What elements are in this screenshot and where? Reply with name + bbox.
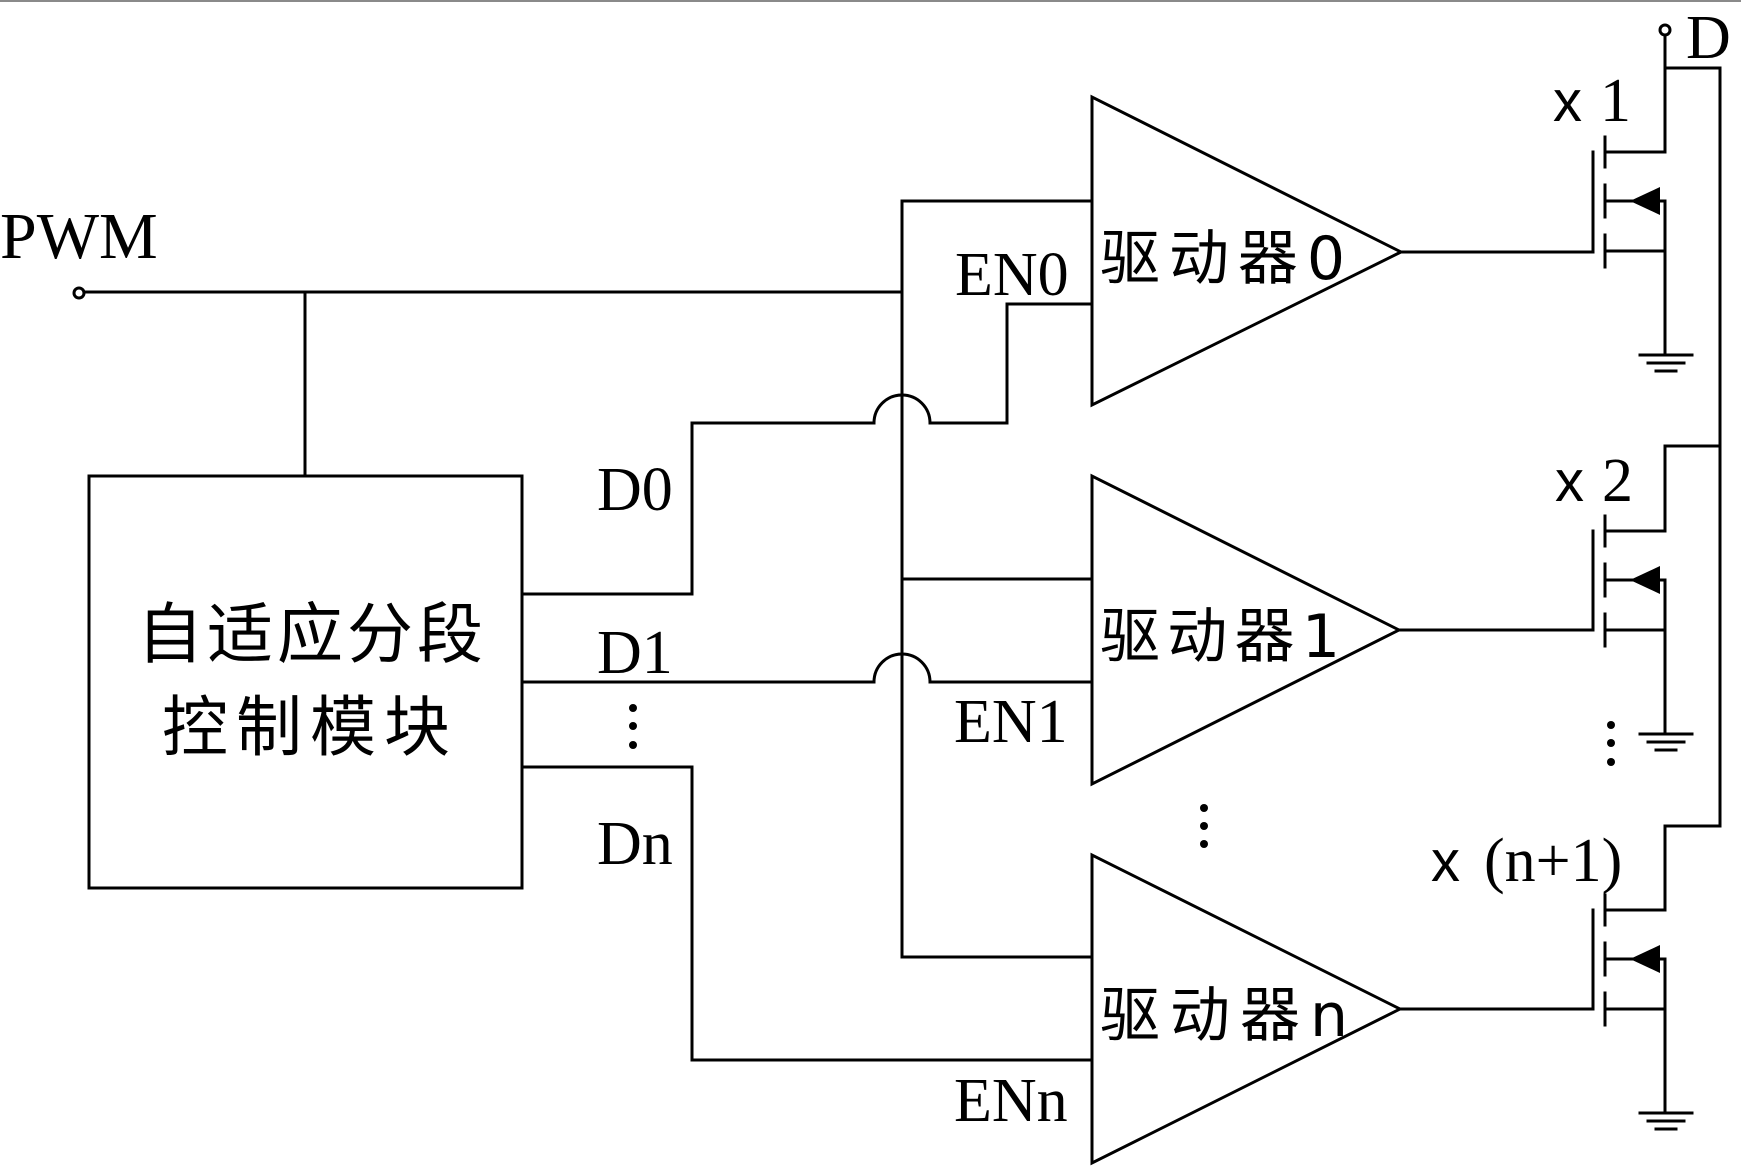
body-arrow-icon xyxy=(1630,566,1660,594)
d1-label: D1 xyxy=(597,619,673,687)
d0-wire xyxy=(520,302,1094,596)
driver-1: 驱动器1 xyxy=(1090,473,1595,787)
d-tap-mos2 xyxy=(1663,444,1722,532)
source-body-wire xyxy=(1603,957,1667,1115)
dn-label: Dn xyxy=(597,810,673,878)
pwm-label: PWM xyxy=(0,200,158,273)
driver-n-label: 驱动器n xyxy=(1100,981,1348,1051)
mosfet-2-multiplier: 2 xyxy=(1602,447,1633,515)
driver-1-label: 驱动器1 xyxy=(1100,602,1340,672)
drivers-ellipsis-icon xyxy=(1200,804,1208,848)
driver-0-label: 驱动器0 xyxy=(1100,224,1345,294)
mosfet-2 xyxy=(1591,514,1667,736)
driver-0: 驱动器0 xyxy=(1090,94,1595,408)
control-block-title-line1: 自适应分段 xyxy=(137,596,483,673)
mosfet-n-multiplier-prefix: x xyxy=(1431,829,1460,894)
d-output-bus xyxy=(1663,66,1722,828)
d1-wire xyxy=(520,652,1094,684)
mosfet-1-multiplier: 1 xyxy=(1600,67,1631,135)
adaptive-segment-control-block: 自适应分段 控制模块 xyxy=(87,474,524,890)
ground-icon xyxy=(1638,732,1694,752)
driver-1-triangle xyxy=(1090,473,1403,787)
control-block-box xyxy=(87,474,524,890)
dn-wire xyxy=(520,765,1094,1062)
mosfets-ellipsis-icon xyxy=(1607,721,1615,766)
body-arrow-icon xyxy=(1630,945,1660,973)
en0-label: EN0 xyxy=(955,241,1069,309)
mosfet-n-plus-1 xyxy=(1591,893,1667,1115)
d0-signal: D0 EN0 xyxy=(520,241,1094,596)
enn-label: ENn xyxy=(954,1067,1068,1135)
body-arrow-icon xyxy=(1630,187,1660,215)
dn-signal: Dn ENn xyxy=(520,765,1094,1135)
ground-icon xyxy=(1638,1111,1694,1131)
d-tap-mosn xyxy=(1663,824,1722,911)
pwm-bus xyxy=(900,199,1094,959)
window-top-edge xyxy=(0,0,1741,2)
driver-n-triangle xyxy=(1090,852,1404,1166)
source-body-wire xyxy=(1603,199,1667,357)
mosfet-2-multiplier-prefix: x xyxy=(1555,449,1584,514)
en1-label: EN1 xyxy=(954,688,1068,756)
d-output-label: D xyxy=(1686,4,1731,72)
pwm-input: PWM xyxy=(0,200,904,478)
d0-label: D0 xyxy=(597,456,673,524)
driver-0-triangle xyxy=(1090,94,1405,408)
driver-n: 驱动器n xyxy=(1090,852,1595,1166)
outputs-ellipsis-icon xyxy=(629,704,637,749)
ground-icon xyxy=(1638,353,1694,373)
mosfet-1-multiplier-prefix: x xyxy=(1553,69,1582,134)
output-d: D xyxy=(1658,4,1731,911)
d1-signal: D1 EN1 xyxy=(520,619,1094,756)
source-body-wire xyxy=(1603,578,1667,736)
mosfet-n-multiplier: (n+1) xyxy=(1484,827,1622,895)
mosfet-1 xyxy=(1591,135,1667,357)
